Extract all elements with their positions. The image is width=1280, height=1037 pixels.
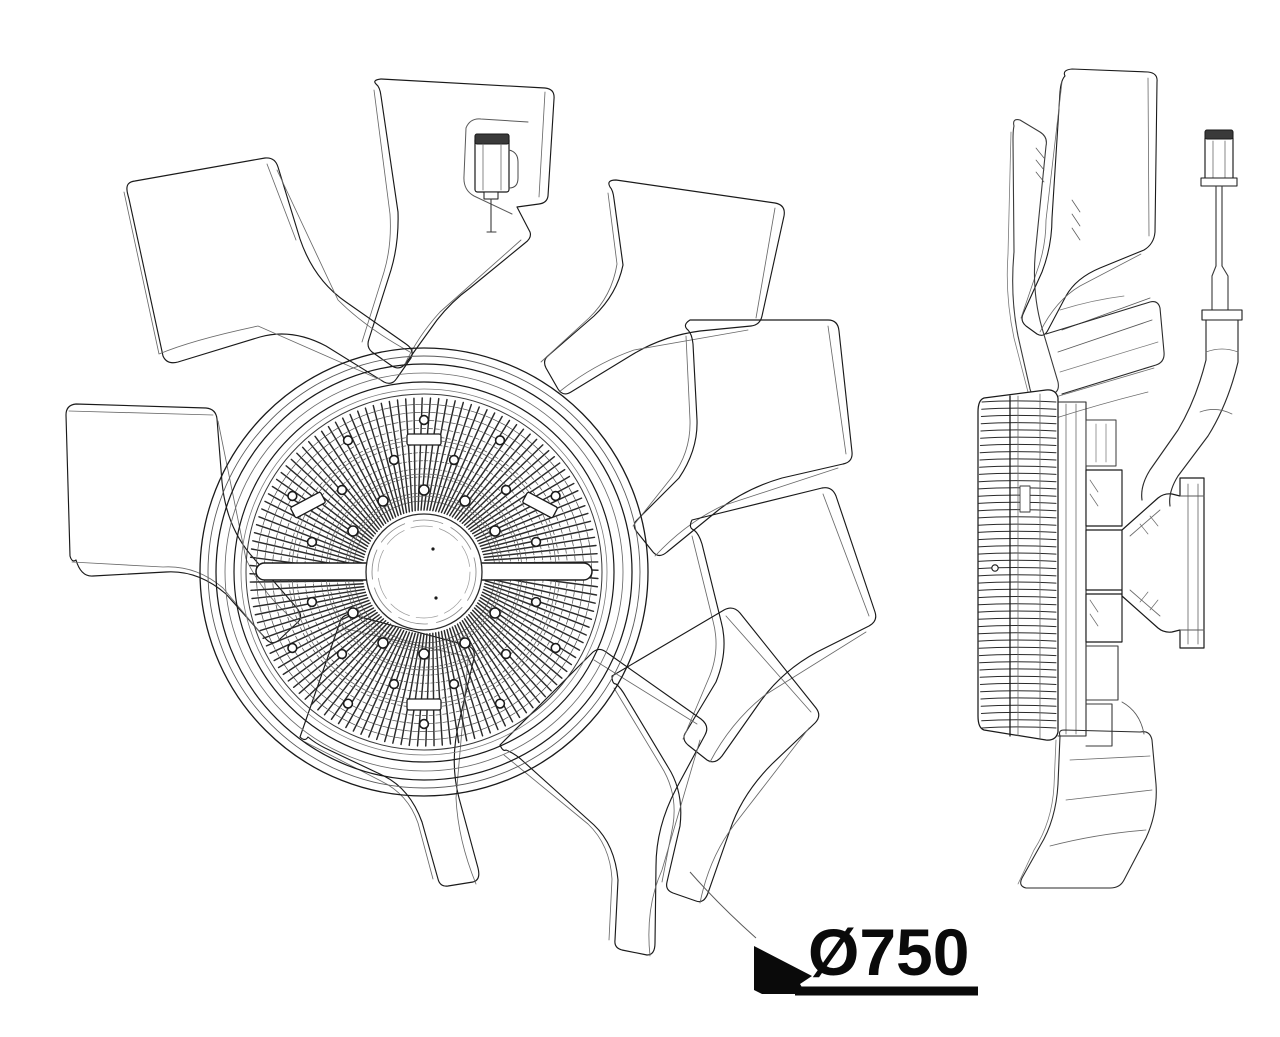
side-view [977,68,1243,889]
clutch-fin-stack [977,389,1059,741]
leader-arrow-icon [754,946,812,994]
fan-blade [499,648,708,957]
front-view [65,78,877,957]
fan-shroud-ring [199,347,649,797]
fin-field-tabs [290,433,558,711]
fan-blade [632,319,853,557]
fan-blade [540,179,785,395]
hub-balance-slots [255,562,593,581]
clutch-center-hub [365,513,483,631]
fan-blade [611,607,820,904]
side-connector-assembly [1141,129,1243,507]
leader-line [689,871,757,939]
fan-blade [123,157,413,384]
diameter-annotation: Ø750 [689,871,978,996]
fan-blade [361,78,555,369]
fan-clutch-connector [463,118,529,233]
side-shroud-profile [1045,301,1165,419]
side-blade-profile-lower [1017,701,1157,889]
diameter-label: Ø750 [808,915,969,989]
fan-blade-group [65,78,877,957]
fan-blade [682,487,877,763]
mounting-bracket [1121,477,1205,649]
